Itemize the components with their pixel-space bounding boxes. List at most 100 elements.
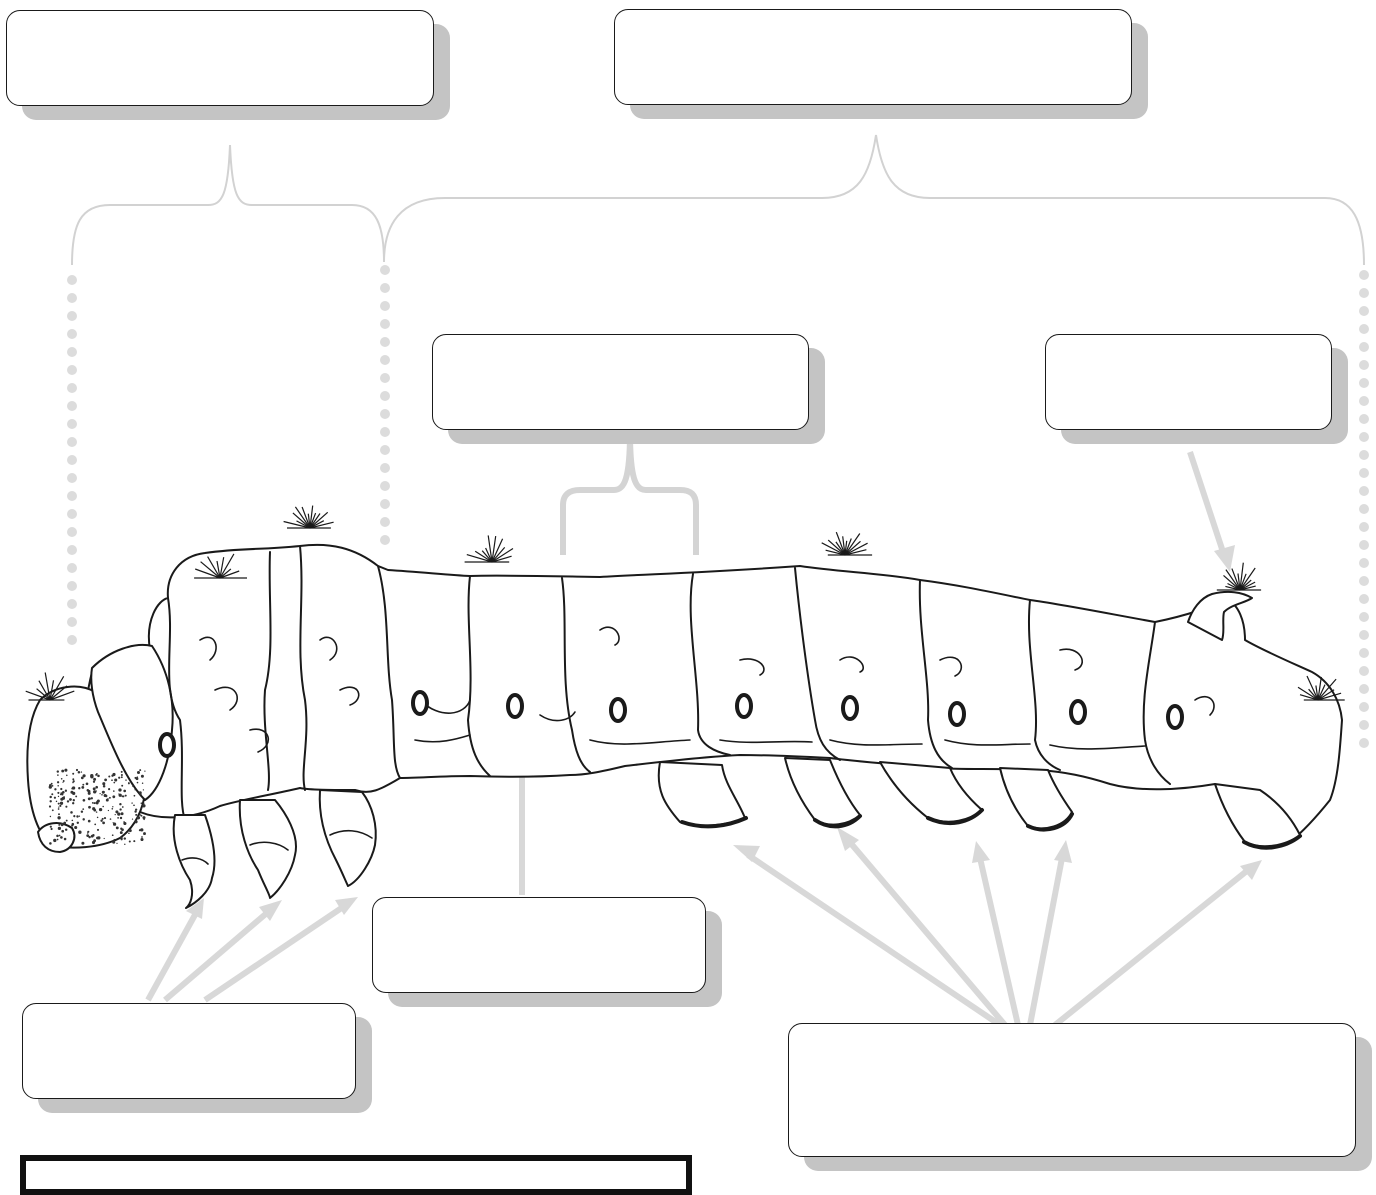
stipple-dot [140, 802, 143, 804]
true-leg-arrowhead-3 [335, 897, 358, 915]
segment-brace [560, 429, 699, 555]
stipple-dot [49, 815, 52, 818]
horn-arrowhead [1214, 545, 1235, 572]
horn-label-box[interactable] [1045, 334, 1332, 430]
boundary-dot [67, 491, 77, 501]
stipple-dot [72, 802, 75, 805]
stipple-dot [142, 804, 146, 808]
stipple-dot [87, 819, 91, 823]
stipple-dot [133, 794, 136, 797]
stipple-dot [64, 828, 68, 831]
boundary-dot [380, 301, 390, 311]
stipple-dot [113, 838, 116, 841]
setae-tuft [1297, 675, 1345, 701]
stipple-dot [113, 790, 115, 792]
stipple-dot [86, 834, 90, 837]
stipple-dot [139, 813, 141, 816]
stipple-dot [120, 812, 124, 816]
boundary-dot [1359, 360, 1369, 370]
stipple-dot [141, 782, 144, 785]
boundary-dot [1359, 666, 1369, 676]
setae-tuft [283, 505, 334, 529]
stipple-dot [57, 791, 60, 794]
stipple-dot [142, 789, 145, 791]
boundary-dot [1359, 576, 1369, 586]
setae-tuft [464, 535, 514, 563]
segment-label-box[interactable] [432, 334, 809, 430]
stipple-dot [75, 795, 78, 798]
stipple-dot [64, 789, 68, 792]
stipple-dot [76, 815, 79, 818]
stipple-dot [59, 804, 62, 807]
stipple-dot [144, 770, 146, 772]
boundary-dot [67, 617, 77, 627]
boundary-dot [1359, 684, 1369, 694]
stipple-dot [139, 769, 142, 772]
head-capsule [90, 644, 174, 801]
true-leg-3 [318, 789, 377, 887]
stipple-dot [57, 816, 61, 820]
stipple-dot [91, 802, 94, 804]
boundary-dot [1359, 288, 1369, 298]
setae-tuft [821, 531, 873, 556]
stipple-dot [136, 816, 141, 820]
stipple-dot [117, 812, 121, 816]
prolegs-label-box[interactable] [788, 1023, 1356, 1157]
stipple-dot [80, 776, 84, 780]
stipple-dot [49, 800, 52, 803]
boundary-dot [67, 275, 77, 285]
setae-tuft [194, 553, 247, 579]
stipple-dot [131, 818, 134, 820]
stipple-dot [134, 810, 137, 813]
true-leg-arrowhead-2 [259, 900, 282, 921]
boundary-dot [67, 581, 77, 591]
wrinkles [199, 626, 1215, 753]
stipple-dot [117, 817, 119, 819]
stipple-dot [65, 805, 68, 808]
stipple-dot [109, 818, 112, 820]
region-brackets [71, 134, 1365, 266]
boundary-dot [380, 283, 390, 293]
boundary-dot [67, 365, 77, 375]
spiracle [411, 690, 429, 716]
stipple-dot [112, 806, 114, 808]
stipple-dot [121, 784, 124, 787]
proleg-arrowhead-1 [733, 845, 760, 862]
boundary-dot [1359, 720, 1369, 730]
boundary-dot [67, 401, 77, 411]
proleg-pointer-1 [746, 852, 1002, 1028]
boundary-dot [380, 499, 390, 509]
body-region-label-box[interactable] [614, 9, 1132, 105]
silkworm-diagram [25, 134, 1369, 1028]
abdomen-brace [383, 134, 1365, 266]
boundary-dot [1359, 630, 1369, 640]
proleg-pointer-5 [1053, 867, 1250, 1028]
stipple-dot [56, 838, 59, 841]
stipple-dot [112, 795, 116, 799]
stipple-dot [133, 840, 136, 843]
boundary-dot [67, 419, 77, 429]
head-region-label-box[interactable] [6, 10, 434, 106]
stipple-dot [50, 782, 53, 785]
stipple-dot [101, 794, 103, 796]
stipple-dot [108, 788, 111, 791]
stipple-dot [93, 777, 97, 781]
stipple-dot [72, 772, 75, 775]
stipple-dot [71, 819, 74, 822]
boundary-dot [1359, 270, 1369, 280]
true-leg-pointer-3 [203, 904, 345, 1003]
true-legs-label-box[interactable] [22, 1003, 356, 1099]
horn-pointer [1187, 451, 1227, 556]
stipple-dot [71, 822, 75, 826]
stipple-dot [70, 798, 72, 800]
stipple-dot [95, 811, 98, 813]
true-leg-1 [172, 814, 216, 909]
stipple-dot [66, 800, 70, 803]
stipple-dot [95, 790, 97, 792]
boundary-dot [1359, 522, 1369, 532]
true-leg-arrowhead-1 [186, 898, 204, 919]
boundary-dot [380, 265, 390, 275]
stipple-dot [97, 774, 100, 778]
spiracle-label-box[interactable] [372, 897, 706, 993]
boundary-dot [67, 455, 77, 465]
